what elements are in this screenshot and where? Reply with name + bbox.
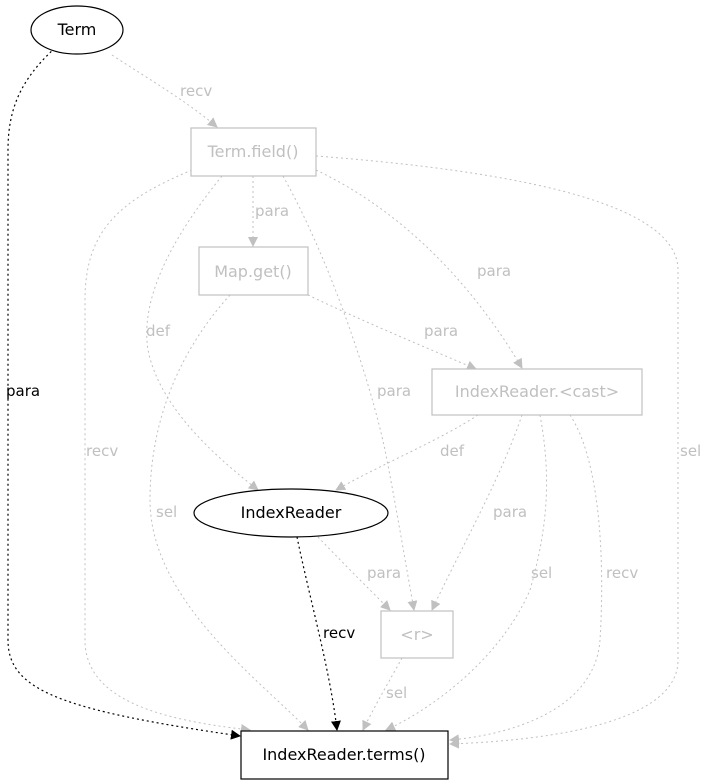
node-term[interactable]: Term — [30, 5, 124, 55]
edge-label-para: para — [377, 382, 411, 400]
edge-label-recv: recv — [606, 564, 638, 582]
edge-label-para: para — [493, 503, 527, 521]
edge-term-field-to-map-get[interactable]: para — [248, 176, 289, 247]
edge-term-field-to-indexreader[interactable]: def — [146, 175, 259, 491]
node-map-get[interactable]: Map.get() — [198, 246, 309, 296]
edge-term-to-indexreader-terms[interactable]: para — [6, 47, 241, 740]
edge-indexreader-to-r[interactable]: para — [317, 536, 401, 611]
edge-term-field-to-indexreader-terms-sel[interactable]: sel — [315, 155, 701, 749]
node-term-field[interactable]: Term.field() — [190, 127, 317, 177]
node-r[interactable]: <r> — [380, 610, 454, 659]
node-indexreader[interactable]: IndexReader — [193, 488, 389, 538]
edge-term-to-term-field[interactable]: recv — [111, 54, 218, 128]
edge-label-sel: sel — [386, 684, 407, 702]
edge-indexreader-cast-to-r[interactable]: para — [431, 414, 527, 611]
node-indexreader-terms[interactable]: IndexReader.terms() — [240, 730, 449, 780]
node-indexreader-cast[interactable]: IndexReader.<cast> — [431, 368, 643, 416]
edge-label-para: para — [477, 262, 511, 280]
edge-label-para: para — [424, 322, 458, 340]
edges: para recv para para def para — [6, 47, 701, 749]
edge-label-def: def — [440, 442, 465, 460]
edge-label-para: para — [367, 564, 401, 582]
edge-map-get-to-indexreader-cast[interactable]: para — [307, 294, 477, 371]
node-label: <r> — [400, 625, 433, 644]
edge-term-field-to-indexreader-terms-recv[interactable]: recv — [84, 169, 251, 734]
edge-label-sel: sel — [680, 442, 701, 460]
edge-label-sel: sel — [531, 564, 552, 582]
edge-label-para: para — [6, 382, 40, 400]
edge-label-def: def — [146, 322, 171, 340]
edge-term-field-to-r[interactable]: para — [282, 175, 418, 611]
edge-term-field-to-indexreader-cast[interactable]: para — [315, 169, 523, 369]
nodes: Term Term.field() Map.get() IndexReader.… — [30, 5, 643, 780]
node-label: Map.get() — [214, 262, 292, 281]
edge-r-to-indexreader-terms[interactable]: sel — [362, 657, 407, 731]
edge-label-para: para — [255, 202, 289, 220]
edge-indexreader-cast-to-indexreader-terms-sel[interactable]: sel — [385, 414, 552, 731]
node-label: Term.field() — [207, 142, 299, 161]
edge-indexreader-cast-to-indexreader-terms-recv[interactable]: recv — [449, 414, 638, 745]
node-label: IndexReader.<cast> — [455, 382, 619, 401]
node-label: IndexReader.terms() — [262, 745, 425, 764]
edge-map-get-to-indexreader-terms[interactable]: sel — [149, 294, 309, 731]
edge-indexreader-cast-to-indexreader[interactable]: def — [335, 414, 479, 491]
edge-indexreader-to-indexreader-terms[interactable]: recv — [296, 536, 355, 731]
node-label: Term — [57, 20, 97, 39]
edge-label-recv: recv — [323, 624, 355, 642]
node-label: IndexReader — [241, 503, 342, 522]
edge-label-recv: recv — [86, 442, 118, 460]
edge-label-recv: recv — [180, 82, 212, 100]
edge-label-sel: sel — [156, 503, 177, 521]
